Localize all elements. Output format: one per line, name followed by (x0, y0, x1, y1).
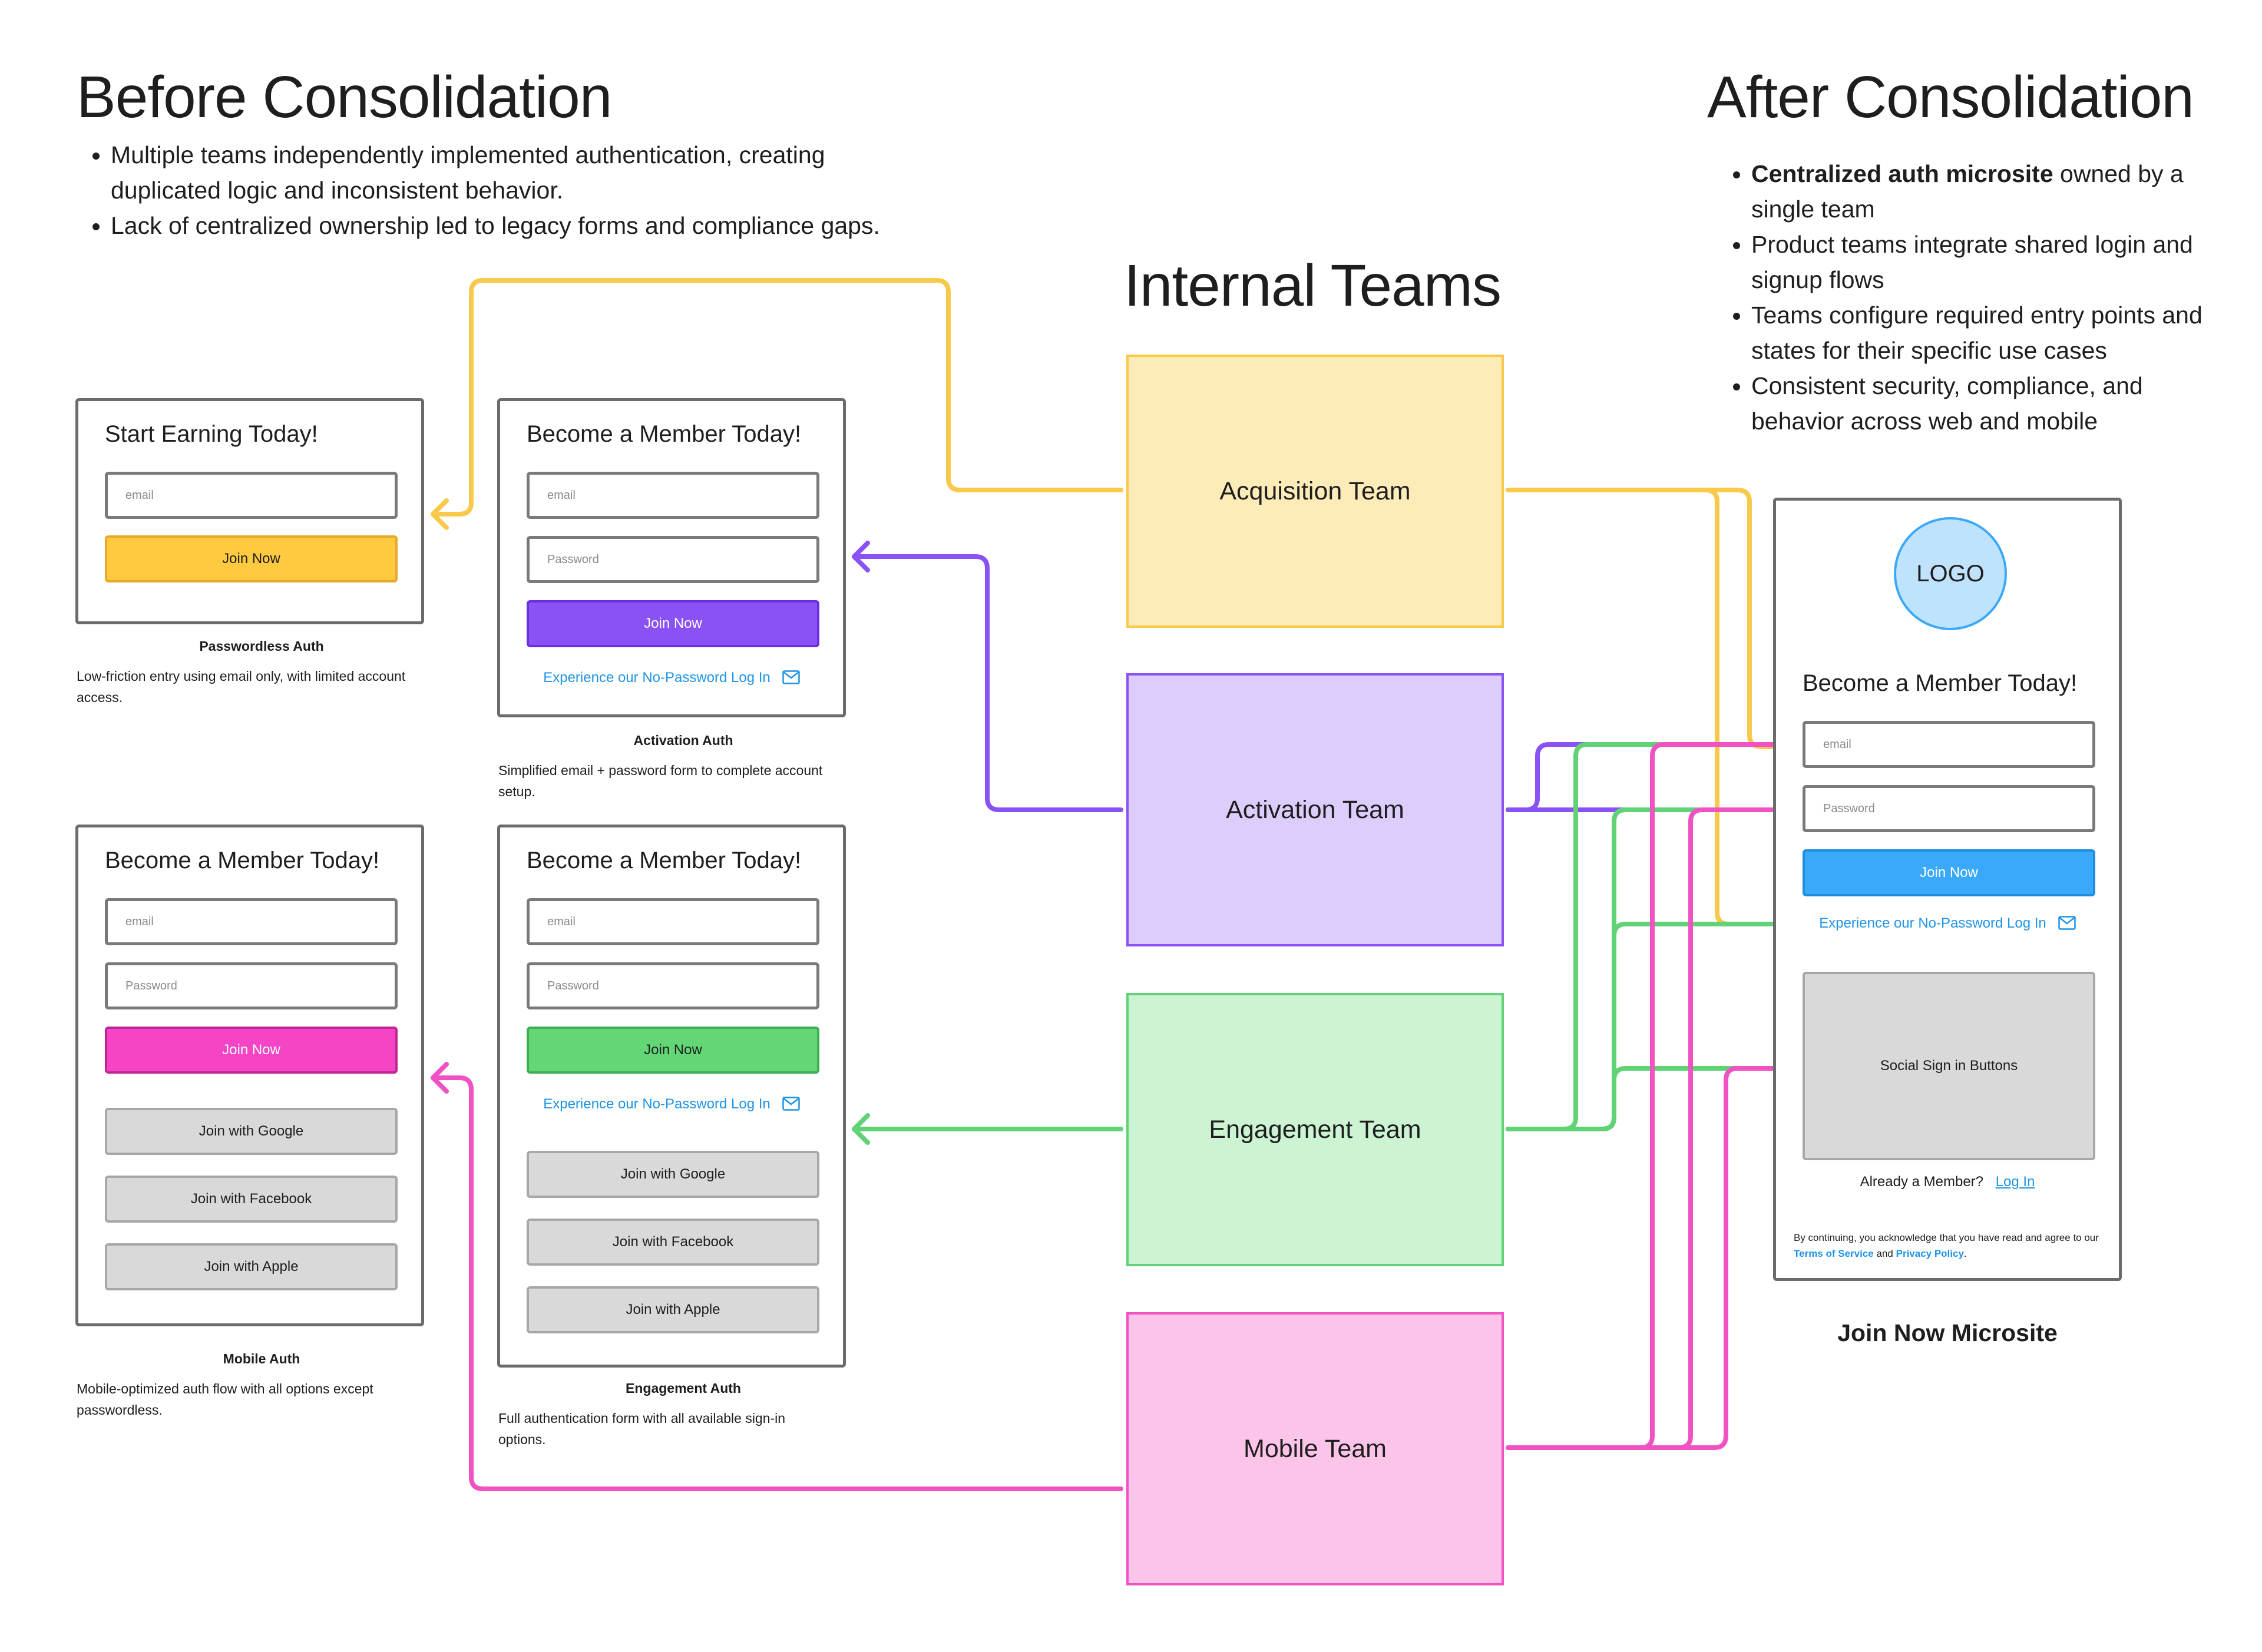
after-bullet-text: Product teams integrate shared login and… (1751, 231, 2193, 293)
engagement-caption-desc: Full authentication form with all availa… (498, 1411, 786, 1447)
join-with-google-button[interactable]: Join with Google (105, 1108, 398, 1155)
logo-circle: LOGO (1894, 517, 2007, 630)
mobile-caption-desc: Mobile-optimized auth flow with all opti… (77, 1381, 373, 1418)
logo-text: LOGO (1916, 560, 1985, 587)
passwordless-auth-card: Start Earning Today! email Join Now (75, 398, 424, 624)
no-password-link-text: Experience our No-Password Log In (543, 1096, 770, 1112)
email-field[interactable]: email (527, 472, 819, 519)
card-title: Start Earning Today! (105, 421, 318, 447)
activation-to-activation-form-line (852, 554, 1123, 812)
terms-end: . (1963, 1248, 1967, 1259)
mobile-to-mobile-form-arrowhead (431, 1062, 449, 1094)
after-bullet-item: Teams configure required entry points an… (1751, 297, 2235, 368)
join-with-facebook-button[interactable]: Join with Facebook (105, 1176, 398, 1223)
acquisition-to-microsite-lines (1506, 488, 1811, 940)
join-with-apple-button[interactable]: Join with Apple (527, 1286, 819, 1333)
before-consolidation-heading: Before Consolidation (77, 64, 612, 130)
team-label: Activation Team (1226, 795, 1404, 824)
mobile-auth-card: Become a Member Today! email Password Jo… (75, 825, 424, 1326)
log-in-link[interactable]: Log In (1995, 1174, 2035, 1190)
card-title: Become a Member Today! (105, 847, 380, 873)
after-bullet-item: Centralized auth microsite owned by a si… (1751, 156, 2235, 227)
password-field[interactable]: Password (105, 962, 398, 1009)
terms-and: and (1876, 1248, 1893, 1259)
join-with-facebook-button[interactable]: Join with Facebook (527, 1219, 819, 1266)
engagement-auth-card: Become a Member Today! email Password Jo… (497, 825, 846, 1368)
mail-icon (782, 670, 800, 684)
team-label: Engagement Team (1209, 1115, 1421, 1144)
activation-to-activation-form-arrowhead (852, 541, 870, 572)
acquisition-team-box: Acquisition Team (1126, 355, 1504, 628)
engagement-team-box: Engagement Team (1126, 993, 1504, 1266)
engagement-to-engagement-form-arrowhead (852, 1113, 870, 1145)
after-bullet-item: Consistent security, compliance, and beh… (1751, 368, 2235, 439)
activation-caption-title: Activation Auth (633, 733, 733, 748)
activation-caption-desc: Simplified email + password form to comp… (498, 763, 823, 799)
after-bullet-list: Centralized auth microsite owned by a si… (1717, 156, 2235, 439)
terms-of-service-link[interactable]: Terms of Service (1794, 1248, 1874, 1259)
social-sign-in-placeholder[interactable]: Social Sign in Buttons (1803, 972, 2095, 1160)
no-password-login-link[interactable]: Experience our No-Password Log In (500, 1096, 843, 1113)
internal-teams-heading: Internal Teams (1124, 253, 1502, 319)
join-now-button[interactable]: Join Now (527, 1027, 819, 1074)
mobile-to-microsite-lines (1506, 729, 1796, 1450)
email-field[interactable]: email (527, 898, 819, 945)
social-sign-in-label: Social Sign in Buttons (1880, 1058, 2018, 1074)
mail-icon (782, 1097, 800, 1111)
already-member-row: Already a Member? Log In (1776, 1174, 2119, 1190)
team-label: Mobile Team (1244, 1434, 1387, 1463)
no-password-link-text: Experience our No-Password Log In (543, 670, 770, 686)
password-field[interactable]: Password (527, 536, 819, 583)
join-now-button[interactable]: Join Now (105, 1027, 398, 1074)
password-field[interactable]: Password (527, 962, 819, 1009)
mobile-team-box: Mobile Team (1126, 1312, 1504, 1585)
privacy-policy-link[interactable]: Privacy Policy (1896, 1248, 1964, 1259)
before-bullet-item: Multiple teams independently implemented… (111, 137, 931, 208)
join-with-apple-button[interactable]: Join with Apple (105, 1243, 398, 1290)
before-bullet-item: Lack of centralized ownership led to leg… (111, 208, 931, 243)
mobile-to-mobile-form-line (431, 1075, 1123, 1491)
join-now-button[interactable]: Join Now (105, 535, 398, 582)
after-consolidation-heading: After Consolidation (1707, 64, 2194, 130)
no-password-login-link[interactable]: Experience our No-Password Log In (1776, 915, 2119, 932)
microsite-caption: Join Now Microsite (1837, 1319, 2058, 1346)
before-bullet-list: Multiple teams independently implemented… (77, 137, 931, 243)
join-with-google-button[interactable]: Join with Google (527, 1151, 819, 1198)
after-bullet-text: owned by a single team (1751, 160, 2184, 223)
acquisition-to-passwordless-arrowhead (431, 498, 449, 530)
activation-team-box: Activation Team (1126, 673, 1504, 946)
card-title: Become a Member Today! (527, 847, 802, 873)
mail-icon (2058, 916, 2076, 930)
team-label: Acquisition Team (1219, 476, 1411, 505)
join-now-button[interactable]: Join Now (1803, 849, 2095, 896)
no-password-link-text: Experience our No-Password Log In (1819, 915, 2046, 931)
passwordless-caption-desc: Low-friction entry using email only, wit… (77, 668, 406, 705)
email-field[interactable]: email (105, 898, 398, 945)
password-field[interactable]: Password (1803, 785, 2095, 832)
card-title: Become a Member Today! (1803, 670, 2078, 696)
engagement-caption-title: Engagement Auth (626, 1380, 741, 1396)
after-bullet-bold: Centralized auth microsite (1751, 160, 2053, 187)
terms-notice: By continuing, you acknowledge that you … (1794, 1230, 2107, 1262)
acquisition-to-passwordless-line (431, 278, 1123, 517)
after-bullet-item: Product teams integrate shared login and… (1751, 227, 2235, 297)
activation-auth-card: Become a Member Today! email Password Jo… (497, 398, 846, 717)
no-password-login-link[interactable]: Experience our No-Password Log In (500, 670, 843, 686)
already-member-text: Already a Member? (1860, 1174, 1984, 1190)
after-bullet-text: Consistent security, compliance, and beh… (1751, 372, 2143, 435)
join-now-button[interactable]: Join Now (527, 600, 819, 647)
engagement-to-microsite-lines (1506, 742, 1796, 1131)
email-field[interactable]: email (105, 472, 398, 519)
mobile-caption-title: Mobile Auth (223, 1351, 300, 1366)
after-bullet-text: Teams configure required entry points an… (1751, 302, 2203, 364)
email-field[interactable]: email (1803, 721, 2095, 768)
join-now-microsite-card: LOGO Become a Member Today! email Passwo… (1773, 498, 2122, 1281)
card-title: Become a Member Today! (527, 421, 802, 447)
passwordless-caption-title: Passwordless Auth (199, 638, 324, 654)
terms-prefix: By continuing, you acknowledge that you … (1794, 1232, 2099, 1243)
